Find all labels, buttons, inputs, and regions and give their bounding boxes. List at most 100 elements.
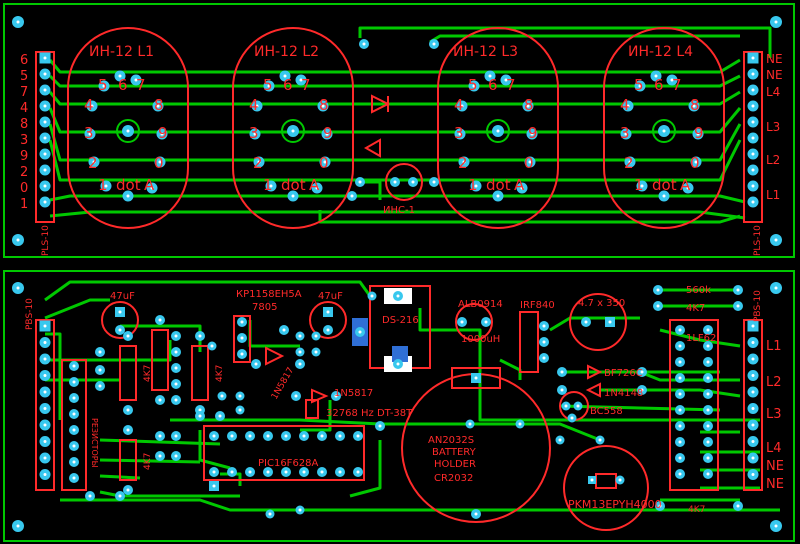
pad-hole [518, 422, 522, 426]
top-bus-trace [358, 26, 772, 58]
pad-hole [706, 424, 710, 428]
pad-hole [751, 136, 755, 140]
tube-l1-label: ИН-12 L1 [89, 44, 154, 60]
pad-hole [774, 20, 778, 24]
pad-hole [212, 434, 216, 438]
pad-hole [334, 394, 338, 398]
pad-hole [474, 184, 478, 188]
pad-hole [43, 104, 47, 108]
pad-hole [248, 434, 252, 438]
inductor-label: ALB0914 [458, 299, 503, 310]
tube-digit-label: 5 [634, 76, 644, 94]
pad-hole [751, 200, 755, 204]
pad-hole [528, 160, 532, 164]
tube-outline-l3 [437, 27, 559, 229]
top-labels: ИН-12 L1 ИН-12 L2 ИН-12 L3 ИН-12 L4 ИНС-… [20, 44, 783, 256]
tube-digit-label: 2 [458, 154, 468, 172]
pad-hole [269, 184, 273, 188]
pad-hole [696, 132, 700, 136]
tube-digit-label: 7 [136, 76, 146, 94]
pad-hole [43, 200, 47, 204]
pad-hole [248, 470, 252, 474]
pad-hole [396, 362, 400, 366]
buzzer-center [595, 473, 617, 489]
hv-diode-label: 1LF62 [686, 333, 716, 344]
bottom-right-pin-label-ne: NE [766, 459, 784, 474]
pad-hole [706, 344, 710, 348]
pad-hole [706, 328, 710, 332]
pad-hole [158, 160, 162, 164]
bottom-right-pin-label-l2: L2 [766, 375, 782, 390]
pad-hole [460, 320, 464, 324]
tube-digit-label: 0 [524, 154, 534, 172]
mcu-outline [203, 425, 365, 481]
pad-hole [104, 184, 108, 188]
pad-hole [530, 132, 534, 136]
battery-label-4: CR2032 [434, 473, 473, 484]
buzzer-label: PKM13EPYH4000 [568, 498, 662, 511]
pad-hole [608, 320, 612, 324]
pad-hole [158, 398, 162, 402]
pad-hole [686, 186, 690, 190]
inductor-outline [455, 303, 493, 341]
pad-hole [118, 74, 122, 78]
pad-hole [43, 88, 47, 92]
pad-hole [751, 168, 755, 172]
pad-hole [158, 318, 162, 322]
pad-hole [315, 186, 319, 190]
pad-hole [220, 394, 224, 398]
pad-hole [314, 350, 318, 354]
pad-hole [174, 382, 178, 386]
tube-center-ring [652, 119, 676, 143]
pad-hole [43, 152, 47, 156]
pad-hole [520, 186, 524, 190]
pad-hole [504, 78, 508, 82]
buzzer-outline [563, 445, 649, 531]
pad-hole [474, 512, 478, 516]
pad-hole [628, 160, 632, 164]
bottom-trace [99, 458, 201, 464]
pad-hole [736, 304, 740, 308]
regulator-outline [233, 315, 251, 363]
left-pin-number-4: 4 [20, 101, 28, 116]
pad-hole [302, 470, 306, 474]
pad-hole [751, 120, 755, 124]
pad-hole [640, 370, 644, 374]
pad-hole [751, 374, 755, 377]
pad-hole [325, 132, 329, 136]
tube-digit-label: 2 [253, 154, 263, 172]
pad-hole [16, 524, 20, 528]
pad-hole [267, 84, 271, 88]
pad-hole [212, 470, 216, 474]
pad-hole [150, 186, 154, 190]
tube-digit-label: 9 [528, 124, 538, 142]
pad-hole [43, 473, 47, 476]
pad-hole [751, 407, 755, 410]
tube-digit-label: 3 [454, 124, 464, 142]
pad-hole [656, 304, 660, 308]
left-pin-number-6: 6 [20, 53, 28, 68]
bottom-trace [44, 298, 110, 320]
pad-hole [396, 294, 400, 298]
pad-hole [460, 104, 464, 108]
pad-hole [393, 180, 397, 184]
pad-hole [240, 320, 244, 324]
pad-hole [240, 336, 244, 340]
pad-hole [356, 434, 360, 438]
pad-hole [320, 470, 324, 474]
tube-center-ring [486, 119, 510, 143]
tube-digit-label: 6 [488, 76, 498, 94]
pad-hole [736, 504, 740, 508]
top-right-connector-outline [743, 51, 763, 223]
pad-hole [484, 320, 488, 324]
pad-hole [560, 370, 564, 374]
neon-label: ИНС-1 [383, 205, 415, 216]
bottom-trace [248, 320, 300, 348]
pad-hole [678, 424, 682, 428]
pad-hole [590, 478, 594, 482]
top-bus-trace [48, 58, 741, 74]
pad-hole [72, 460, 76, 464]
pad-hole [43, 456, 47, 460]
pad-hole [496, 129, 500, 133]
left-resistor-array-outline [61, 359, 87, 491]
